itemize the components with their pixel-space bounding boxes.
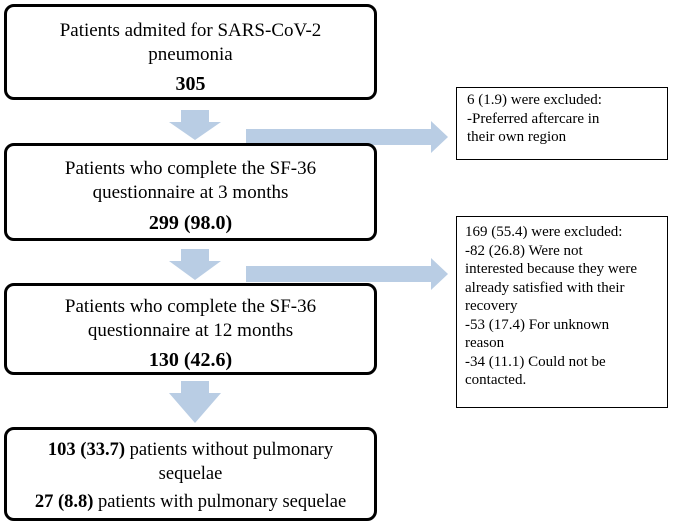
exclusion-1-line-3: their own region (467, 129, 567, 145)
exclusion-2-line-1: 169 (55.4) were excluded: (465, 224, 623, 240)
outcome-without-label: patients without pulmonary (124, 440, 334, 460)
right-arrow-2 (246, 258, 448, 290)
exclusion-2-line-8: -34 (11.1) Could not be (465, 353, 606, 370)
exclusion-box-1: 6 (1.9) were excluded: -Preferred afterc… (456, 87, 668, 160)
three-months-line1: Patients who complete the SF-36 (64, 158, 317, 179)
exclusion-1-line-2: -Preferred aftercare in (467, 110, 600, 127)
twelve-months-line2: questionnaire at 12 months (87, 320, 294, 341)
down-arrow-3 (169, 381, 221, 423)
twelve-months-box: Patients who complete the SF-36 question… (4, 283, 377, 375)
exclusion-2-line-5: recovery (465, 298, 518, 314)
three-months-line2: questionnaire at 3 months (92, 182, 289, 203)
outcome-box: 103 (33.7) patients without pulmonary se… (4, 427, 377, 521)
exclusion-2-line-3: interested because they were (465, 261, 637, 277)
admitted-line2: pneumonia (148, 44, 233, 65)
outcome-with-label: patients with pulmonary sequelae (93, 492, 347, 512)
twelve-months-line1: Patients who complete the SF-36 (64, 296, 317, 317)
exclusion-box-2: 169 (55.4) were excluded: -82 (26.8) Wer… (456, 216, 668, 408)
exclusion-2-line-4: already satisfied with their (465, 279, 625, 296)
admitted-box: Patients admited for SARS-CoV-2 pneumoni… (4, 4, 377, 100)
outcome-without-count: 103 (33.7) (47, 440, 125, 460)
exclusion-1-line-1: 6 (1.9) were excluded: (467, 92, 602, 108)
admitted-count: 305 (175, 73, 206, 95)
down-arrow-1 (169, 110, 221, 140)
three-months-box: Patients who complete the SF-36 question… (4, 143, 377, 241)
outcome-with-count: 27 (8.8) (34, 492, 94, 512)
exclusion-2-line-2: -82 (26.8) Were not (465, 242, 583, 259)
admitted-line1: Patients admited for SARS-CoV-2 (59, 20, 322, 41)
exclusion-2-line-6: -53 (17.4) For unknown (465, 316, 610, 333)
three-months-count: 299 (98.0) (148, 212, 233, 234)
twelve-months-count: 130 (42.6) (148, 349, 233, 371)
outcome-without-label2: sequelae (158, 464, 223, 484)
down-arrow-2 (169, 249, 221, 280)
outcome-with-line: 27 (8.8) patients with pulmonary sequela… (7, 490, 374, 514)
exclusion-2-line-9: contacted. (465, 372, 527, 388)
outcome-without-line: 103 (33.7) patients without pulmonary (7, 438, 374, 462)
exclusion-2-line-7: reason (465, 335, 505, 351)
